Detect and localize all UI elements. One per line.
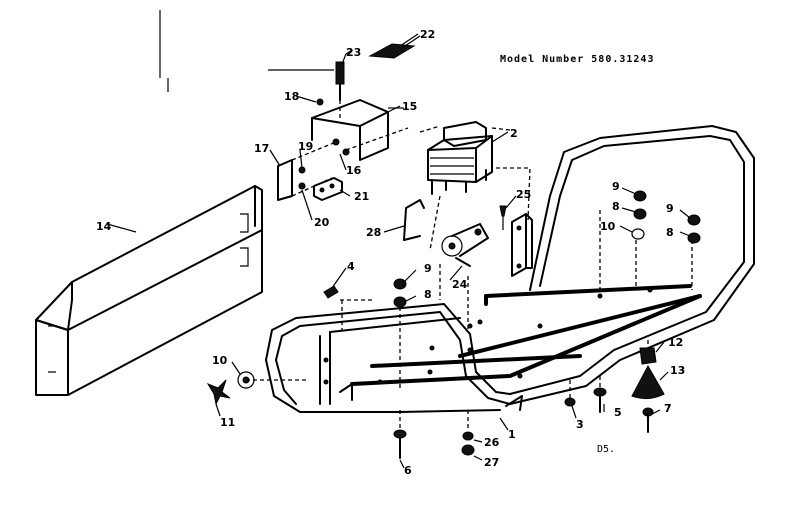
part-label-18: 18 [284, 90, 299, 103]
clip [323, 285, 372, 301]
part-label-24: 24 [452, 278, 468, 291]
part-label-6: 6 [404, 464, 412, 477]
angle-bracket [403, 199, 425, 241]
part-label-22: 22 [420, 28, 435, 41]
transformer-unit [419, 121, 531, 251]
part-label-8c: 8 [666, 226, 674, 239]
part-label-25: 25 [516, 188, 531, 201]
mounting-post [511, 213, 533, 277]
part-label-8a: 8 [424, 288, 432, 301]
part-label-20: 20 [314, 216, 330, 229]
part-label-5: 5 [614, 406, 622, 419]
tubular-frame [246, 125, 755, 432]
part-label-2: 2 [510, 127, 518, 140]
part-label-1: 1 [508, 428, 516, 441]
part-label-17: 17 [254, 142, 269, 155]
bolt-assembly [268, 53, 347, 101]
mounting-bracket [311, 98, 409, 161]
part-label-19: 19 [298, 140, 313, 153]
part-label-9b: 9 [612, 180, 620, 193]
part-label-11: 11 [220, 416, 235, 429]
part-label-10a: 10 [212, 354, 228, 367]
model-number-value: 580.31243 [591, 54, 655, 65]
cover-panel [35, 185, 263, 396]
part-label-9a: 9 [424, 262, 432, 275]
part-label-8b: 8 [612, 200, 620, 213]
model-number-label: Model Number [500, 54, 585, 65]
part-label-13: 13 [670, 364, 685, 377]
part-label-21: 21 [354, 190, 369, 203]
model-number: Model Number 580.31243 [500, 54, 654, 65]
screw [499, 205, 507, 230]
part-label-12: 12 [668, 336, 683, 349]
diagram-code: D5. [597, 444, 616, 455]
part-label-14: 14 [96, 220, 112, 233]
top-plate [368, 35, 421, 59]
hardware [206, 190, 701, 459]
part-label-28: 28 [366, 226, 381, 239]
part-label-26: 26 [484, 436, 500, 449]
part-label-16: 16 [346, 164, 362, 177]
terminal-block [298, 166, 343, 201]
leader-lines [215, 33, 691, 469]
part-label-7: 7 [664, 402, 672, 415]
part-label-10b: 10 [600, 220, 616, 233]
capacitor [441, 223, 489, 267]
part-label-9c: 9 [666, 202, 674, 215]
part-label-27: 27 [484, 456, 499, 469]
part-label-15: 15 [402, 100, 417, 113]
part-label-3: 3 [576, 418, 584, 431]
part-number-labels: 1 2 3 4 5 6 7 8 8 8 9 9 9 10 10 11 12 13… [96, 28, 685, 477]
part-label-4: 4 [347, 260, 355, 273]
part-label-23: 23 [346, 46, 361, 59]
